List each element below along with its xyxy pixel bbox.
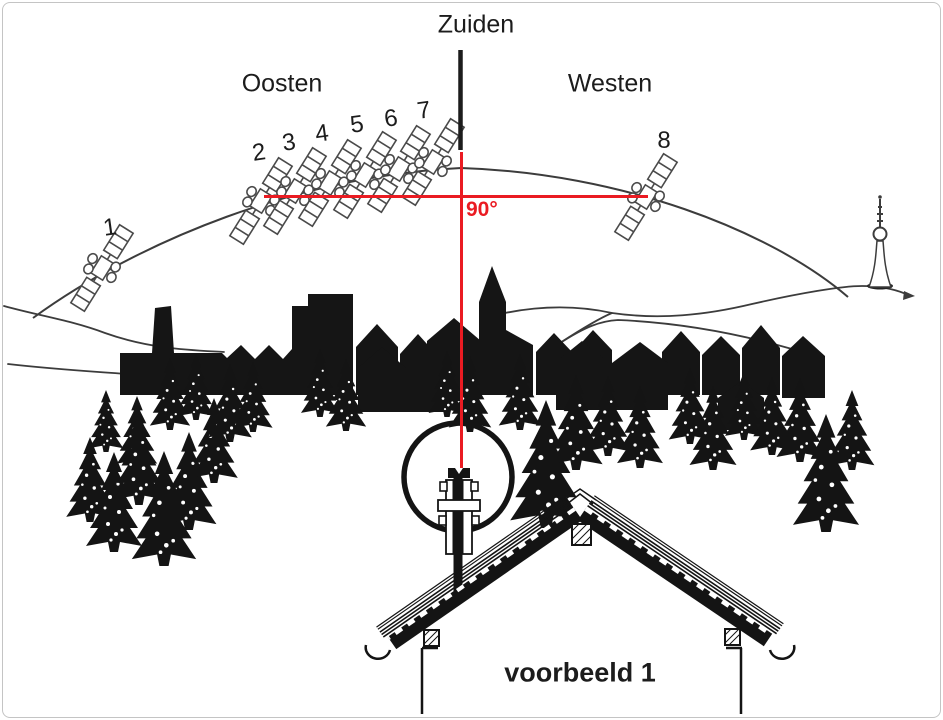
eave-beam-left [423, 629, 440, 647]
clamp-tab-mid-left [438, 515, 447, 526]
house-roof [364, 488, 796, 714]
hill-arrowhead [903, 291, 915, 300]
label-east: Oosten [241, 69, 323, 98]
satellite-label-8: 8 [657, 127, 671, 154]
tv-tower-icon [867, 195, 893, 290]
gutter-right [768, 644, 796, 661]
clamp-tab-top-right [470, 481, 479, 492]
satellite-orbit-arc [32, 166, 849, 319]
clamp-crossbar [437, 499, 481, 512]
sight-lines [264, 152, 648, 468]
angle-90-label: 90° [466, 198, 498, 221]
label-west: Westen [567, 69, 653, 98]
gutter-left [364, 644, 392, 661]
house-walls [420, 646, 743, 714]
satellites-group [61, 112, 687, 318]
label-south: Zuiden [437, 10, 515, 39]
clamp-tab-mid-right [471, 515, 480, 526]
eave-beam-right [724, 628, 741, 646]
clamp-tab-top-left [439, 481, 448, 492]
ridge-beam [571, 523, 592, 546]
example-caption: voorbeeld 1 [504, 657, 656, 688]
satellite-icon-1 [61, 218, 143, 318]
antenna-mast [437, 468, 481, 600]
